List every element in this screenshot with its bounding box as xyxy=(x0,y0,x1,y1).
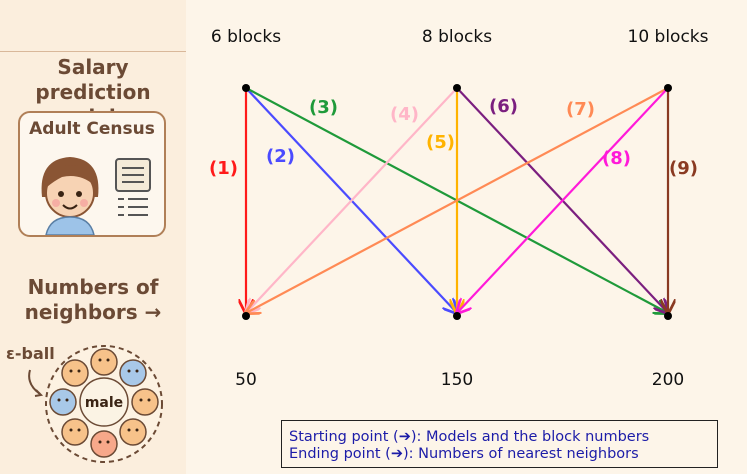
edge-arrow-8 xyxy=(457,87,669,313)
neighbors-heading: Numbers of neighbors → xyxy=(24,275,162,324)
edge-label-7: (7) xyxy=(566,99,595,120)
edge-arrow-4 xyxy=(246,87,458,313)
adult-census-card: Adult Census xyxy=(18,111,166,237)
edge-label-1: (1) xyxy=(209,158,238,179)
divider xyxy=(0,51,186,52)
end-node-label-2: 150 xyxy=(440,370,474,390)
end-node-2 xyxy=(453,312,461,320)
epsilon-ball-label: ε-ball xyxy=(6,344,55,363)
start-node-label-1: 6 blocks xyxy=(210,27,282,47)
person-document-icon xyxy=(41,157,151,235)
start-node-1 xyxy=(242,84,250,92)
edge-label-5: (5) xyxy=(426,132,455,153)
edge-label-6: (6) xyxy=(489,96,518,117)
start-node-label-3: 10 blocks xyxy=(627,27,709,47)
edge-label-2: (2) xyxy=(266,146,295,167)
end-node-label-1: 50 xyxy=(235,370,257,390)
end-node-3 xyxy=(664,312,672,320)
edge-label-9: (9) xyxy=(669,158,698,179)
start-node-3 xyxy=(664,84,672,92)
start-node-2 xyxy=(453,84,461,92)
legend-start: Starting point (➔): Models and the block… xyxy=(289,429,650,445)
edge-label-8: (8) xyxy=(602,148,631,169)
center-label: male xyxy=(85,395,123,411)
start-node-label-2: 8 blocks xyxy=(421,27,493,47)
census-title: Adult Census xyxy=(29,119,155,139)
edge-label-4: (4) xyxy=(390,104,419,125)
end-node-label-3: 200 xyxy=(651,370,685,390)
edge-arrow-7 xyxy=(246,87,669,313)
legend-box: Starting point (➔): Models and the block… xyxy=(281,420,718,468)
legend-end: Ending point (➔): Numbers of nearest nei… xyxy=(289,446,639,462)
epsilon-ball-icon: male xyxy=(28,345,163,463)
end-node-1 xyxy=(242,312,250,320)
edge-label-3: (3) xyxy=(309,97,338,118)
